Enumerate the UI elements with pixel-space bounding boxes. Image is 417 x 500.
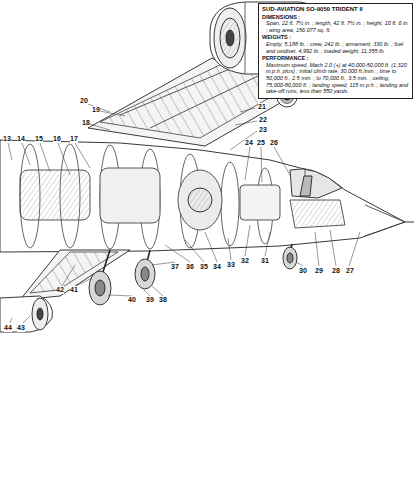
callout-number: 32 [241, 257, 249, 265]
callout-number: 38 [159, 296, 167, 304]
callout-number: 20 [80, 97, 88, 105]
callout-number: 21 [258, 103, 266, 111]
callout-number: 15 [35, 135, 43, 143]
spec-box: SUD-AVIATION SO-9050 TRIDENT IIDIMENSION… [258, 3, 413, 99]
callout-number: 36 [186, 263, 194, 271]
callout-number: 17 [70, 135, 78, 143]
spec-heading: PERFORMANCE : [262, 55, 409, 62]
callout-number: 16 [53, 135, 61, 143]
callout-number: 28 [332, 267, 340, 275]
callout-number: 27 [346, 267, 354, 275]
callout-number: 44 [4, 324, 12, 332]
callout-number: 31 [261, 257, 269, 265]
callout-number: 35 [200, 263, 208, 271]
callout-number: 14 [17, 135, 25, 143]
spec-text: Maximum speed, Mach 2.0 (+) at 40,000-50… [262, 62, 409, 95]
callout-number: 29 [315, 267, 323, 275]
callout-number: 23 [259, 126, 267, 134]
callout-number: 22 [259, 116, 267, 124]
callout-number: 37 [171, 263, 179, 271]
callout-number: 40 [128, 296, 136, 304]
spec-text: Span, 22 ft. 7½ in. ; length, 42 ft. 7½ … [262, 20, 409, 33]
callout-number: 13 [3, 135, 11, 143]
spec-title: SUD-AVIATION SO-9050 TRIDENT II [262, 6, 409, 13]
callout-number: 34 [213, 263, 221, 271]
spec-heading: WEIGHTS : [262, 34, 409, 41]
callout-number: 33 [227, 261, 235, 269]
callout-number: 19 [92, 106, 100, 114]
callout-number: 18 [82, 119, 90, 127]
callout-number: 24 [245, 139, 253, 147]
callout-number: 42 [56, 286, 64, 294]
callout-number: 26 [270, 139, 278, 147]
spec-heading: DIMENSIONS : [262, 14, 409, 21]
callout-number: 30 [299, 267, 307, 275]
callout-number: 43 [17, 324, 25, 332]
spec-text: Empty, 5,188 lb. ; crew, 242 lb. ; armam… [262, 41, 409, 54]
callout-number: 25 [257, 139, 265, 147]
callout-number: 41 [70, 286, 78, 294]
callout-number: 39 [146, 296, 154, 304]
